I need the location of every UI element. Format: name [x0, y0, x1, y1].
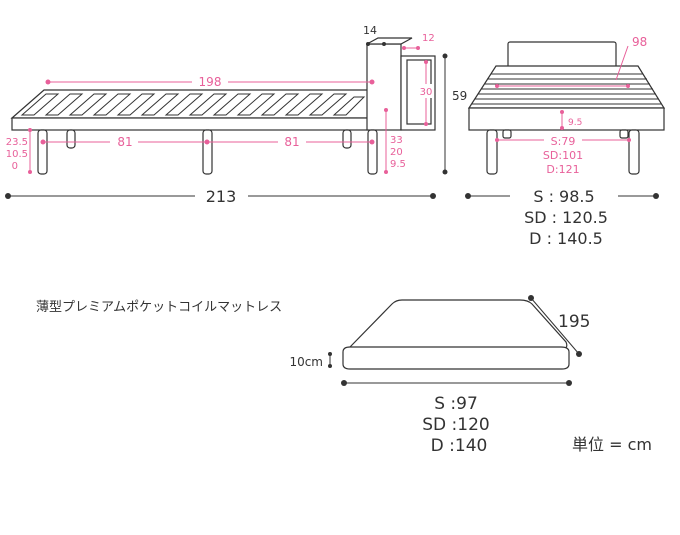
bed-frame-front-view: 98 9.5 S:79 SD:101 D:121 S : 98.5 SD : 1…	[465, 35, 666, 248]
front-rail	[468, 107, 665, 131]
frame-rail	[11, 117, 373, 131]
leg-back-left	[66, 129, 76, 149]
leg-head	[367, 129, 378, 175]
top-width-leader	[615, 45, 629, 81]
mattress-width-sd: SD :120	[422, 415, 489, 435]
inner-width-d: D:121	[546, 163, 579, 176]
under-height-2: 20	[390, 147, 403, 158]
shelf-depth-label: 12	[422, 33, 435, 44]
bed-frame-side-view: 198 81 81 23.5 10.5 0 33 20 9.5 14 12 30	[5, 24, 467, 206]
outer-width-s: S : 98.5	[533, 187, 594, 206]
inner-width-sd: SD:101	[543, 149, 583, 162]
mattress-length-line	[530, 297, 580, 355]
under-height-3: 9.5	[390, 159, 406, 170]
leg-height-3: 0	[12, 161, 18, 172]
mattress-side	[342, 346, 570, 370]
frame-slats	[20, 93, 366, 116]
inner-width-s: S:79	[551, 135, 576, 148]
mattress-diagram: 薄型プレミアムポケットコイルマットレス 10cm 195 S :97 SD :1…	[36, 295, 590, 456]
clearance-label: 9.5	[568, 118, 582, 128]
leg-height-2: 10.5	[6, 149, 28, 160]
unit-label: 単位 = cm	[572, 435, 652, 454]
headboard-panel	[366, 43, 402, 131]
mattress-width-d: D :140	[431, 436, 488, 456]
outer-width-d: D : 140.5	[529, 229, 603, 248]
headboard-top	[366, 37, 413, 45]
frame-length-label: 198	[199, 75, 222, 89]
front-slats	[472, 73, 662, 105]
leg-height-1: 23.5	[6, 137, 28, 148]
front-leg-right	[628, 129, 640, 175]
mattress-top	[349, 299, 568, 350]
front-leg-back-right	[619, 129, 629, 139]
front-leg-back-left	[502, 129, 512, 139]
mattress-name: 薄型プレミアムポケットコイルマットレス	[36, 300, 282, 315]
mattress-width-s: S :97	[434, 394, 478, 414]
front-leg-left	[486, 129, 498, 175]
headboard-depth-label: 14	[363, 24, 377, 37]
under-height-1: 33	[390, 135, 403, 146]
shelf-height-label: 30	[420, 87, 433, 98]
total-length-label: 213	[206, 187, 237, 206]
leg-span-left-label: 81	[117, 135, 132, 149]
leg-front	[37, 129, 48, 175]
total-height-label: 59	[452, 89, 467, 103]
leg-back-right	[342, 129, 352, 149]
mattress-length-label: 195	[558, 312, 590, 332]
outer-width-sd: SD : 120.5	[524, 208, 608, 227]
leg-span-right-label: 81	[284, 135, 299, 149]
mattress-thickness-label: 10cm	[289, 355, 323, 369]
top-width-label: 98	[632, 35, 647, 49]
leg-middle	[202, 129, 213, 175]
